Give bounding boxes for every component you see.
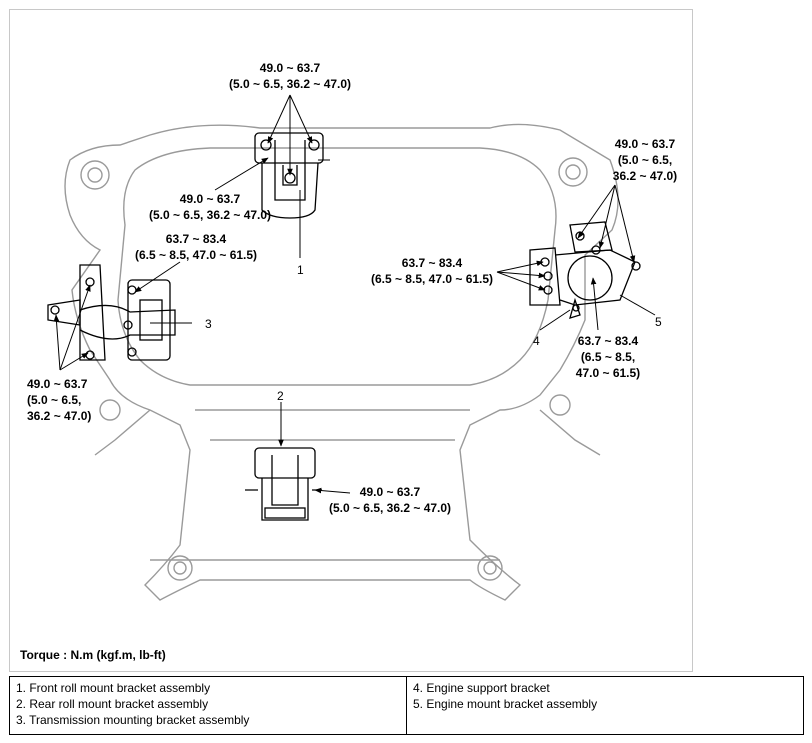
torque-label-mid-left-2: (6.5 ~ 8.5, 47.0 ~ 61.5) [135, 248, 257, 262]
legend-item: 5. Engine mount bracket assembly [413, 697, 598, 711]
legend-column-left: 1. Front roll mount bracket assembly 2. … [10, 677, 406, 734]
diagram-frame [9, 9, 693, 672]
torque-labels: 49.0 ~ 63.7 (5.0 ~ 6.5, 36.2 ~ 47.0) 49.… [27, 61, 677, 515]
torque-label-mid-left-1: 63.7 ~ 83.4 [166, 232, 227, 246]
callout-5: 5 [655, 315, 662, 329]
torque-label-front-left-2: (5.0 ~ 6.5, 36.2 ~ 47.0) [149, 208, 271, 222]
callout-2: 2 [277, 389, 284, 403]
torque-label-left-3: 36.2 ~ 47.0) [27, 409, 91, 423]
torque-label-bottom-1: 49.0 ~ 63.7 [360, 485, 421, 499]
torque-label-front-left-1: 49.0 ~ 63.7 [180, 192, 241, 206]
rear-roll-mount-bracket [245, 447, 322, 521]
torque-label-right-bottom-1: 63.7 ~ 83.4 [578, 334, 639, 348]
torque-unit-note: Torque : N.m (kgf.m, lb-ft) [20, 648, 166, 662]
callout-1: 1 [297, 263, 304, 277]
legend-item: 3. Transmission mounting bracket assembl… [16, 713, 250, 727]
torque-label-right-top-1: 49.0 ~ 63.7 [615, 137, 676, 151]
subframe-outline [64, 123, 619, 601]
transmission-mounting-bracket [47, 264, 176, 361]
torque-label-right-bottom-2: (6.5 ~ 8.5, [581, 350, 635, 364]
torque-label-right-mid-2: (6.5 ~ 8.5, 47.0 ~ 61.5) [371, 272, 493, 286]
torque-label-right-top-3: 36.2 ~ 47.0) [613, 169, 677, 183]
legend-column-right: 4. Engine support bracket 5. Engine moun… [406, 677, 803, 734]
legend-item: 4. Engine support bracket [413, 681, 550, 695]
legend-item: 2. Rear roll mount bracket assembly [16, 697, 209, 711]
torque-label-bottom-2: (5.0 ~ 6.5, 36.2 ~ 47.0) [329, 501, 451, 515]
torque-label-right-mid-1: 63.7 ~ 83.4 [402, 256, 463, 270]
torque-label-left-1: 49.0 ~ 63.7 [27, 377, 88, 391]
torque-label-left-2: (5.0 ~ 6.5, [27, 393, 81, 407]
torque-label-top-1: 49.0 ~ 63.7 [260, 61, 321, 75]
torque-label-right-bottom-3: 47.0 ~ 61.5) [576, 366, 640, 380]
callout-4: 4 [533, 334, 540, 348]
torque-label-right-top-2: (5.0 ~ 6.5, [618, 153, 672, 167]
callout-3: 3 [205, 317, 212, 331]
legend-item: 1. Front roll mount bracket assembly [16, 681, 211, 695]
callout-numbers: 1 2 3 4 5 [205, 263, 662, 403]
legend-table: 1. Front roll mount bracket assembly 2. … [9, 676, 804, 735]
torque-leaders [53, 94, 656, 494]
torque-label-top-2: (5.0 ~ 6.5, 36.2 ~ 47.0) [229, 77, 351, 91]
front-roll-mount-bracket [254, 132, 330, 219]
